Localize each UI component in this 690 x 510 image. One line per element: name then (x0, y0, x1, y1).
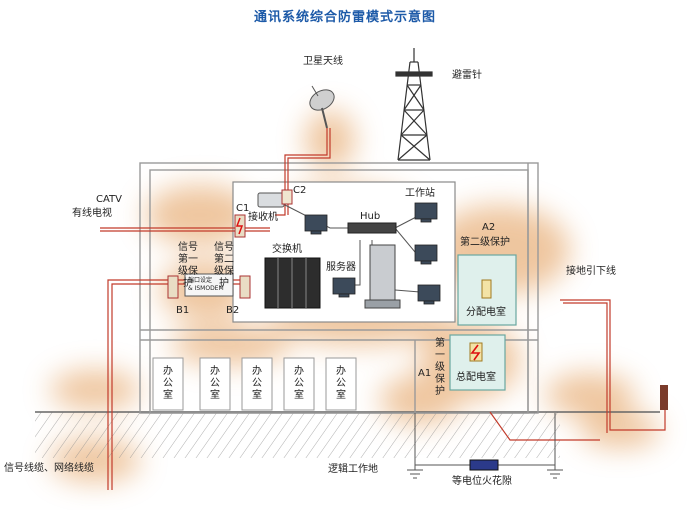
a1-label: A1 (418, 368, 432, 379)
office-doors (152, 357, 357, 411)
port-modem-device (184, 273, 234, 297)
logic-ground-label: 逻辑工作地 (328, 464, 378, 475)
device-label-2: & ISMODEM (188, 285, 224, 292)
ground-electrode (660, 385, 668, 410)
signal-second-level-label: 信号第二级保护 (214, 242, 234, 289)
main-distribution-room-label: 总配电室 (456, 372, 496, 383)
server-icon (364, 244, 401, 309)
signal-first-level-label: 信号第一级保护 (178, 242, 198, 289)
c2-label: C2 (293, 185, 307, 196)
lightning-rod-label: 避雷针 (452, 70, 482, 81)
hub-device (347, 222, 397, 234)
b2-label: B2 (226, 305, 240, 316)
satellite-dish-icon (309, 85, 335, 129)
receiver-label: 接收机 (248, 212, 278, 223)
office-label: 办公室 (163, 366, 173, 401)
switch-racks (264, 257, 321, 309)
office-label: 办公室 (336, 366, 346, 401)
b1-surge-protector (167, 275, 179, 299)
workstation-label: 工作站 (405, 188, 435, 199)
b2-surge-protector (239, 275, 251, 299)
ground-down-conductor-label: 接地引下线 (566, 266, 616, 277)
office-label: 办公室 (252, 366, 262, 401)
ground-rods (407, 413, 563, 479)
c1-label: C1 (236, 203, 250, 214)
office-label: 办公室 (210, 366, 220, 401)
workstation-icons (304, 202, 441, 305)
page-title: 通讯系统综合防雷模式示意图 (253, 10, 436, 25)
switch-label: 交换机 (272, 244, 302, 255)
server-label: 服务器 (326, 262, 356, 273)
catv-label: CATV (96, 194, 122, 205)
a2-label: A2 (482, 222, 496, 233)
signal-cable-label: 信号线缆、网络线缆 (4, 463, 94, 474)
second-level-protection-label: 第二级保护 (460, 237, 510, 248)
sub-distribution-room-label: 分配电室 (466, 307, 506, 318)
equipotential-gap-label: 等电位火花隙 (452, 476, 512, 487)
c2-surge-protector (281, 189, 293, 205)
ground-area (35, 412, 560, 458)
hub-label: Hub (360, 211, 381, 222)
device-label-1: 端口设定 (188, 277, 213, 284)
lightning-rod-tower (395, 48, 433, 161)
receiver-device (257, 192, 285, 208)
b1-label: B1 (176, 305, 190, 316)
catv-tv-label: 有线电视 (72, 208, 112, 219)
equipotential-gap-device (469, 459, 499, 471)
satellite-antenna-label: 卫星天线 (303, 56, 343, 67)
office-label: 办公室 (294, 366, 304, 401)
first-level-protection-label: 第一级保护 (435, 338, 445, 397)
